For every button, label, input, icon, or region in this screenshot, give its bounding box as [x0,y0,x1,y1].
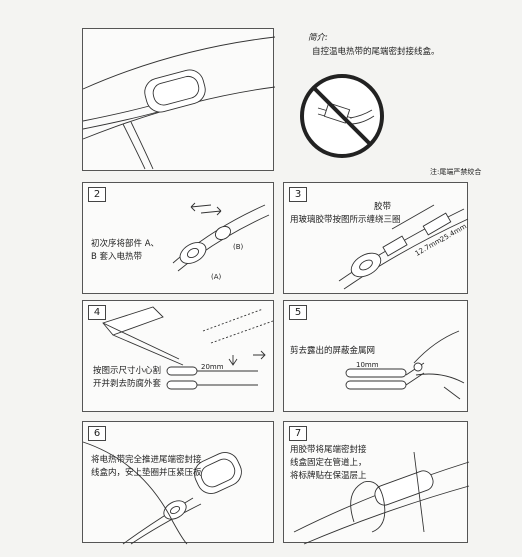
step-7-illustration [293,451,470,545]
step-6-illustration [82,441,242,545]
intro-description: 自控温电热带的尾端密封接线盒。 [312,47,440,57]
step-3-illustration [338,204,469,290]
step-number: 6 [88,426,106,441]
step-text-line-2: 线盒固定在管道上， [290,458,367,468]
step-2-panel: 2 初次序将部件 A、 B 套入电热带 (A) (B) [82,182,274,294]
step-text-line-1: 用胶带将尾端密封接 [290,445,367,455]
end-seal-overview-illustration [82,36,276,170]
part-a-label: (A) [211,273,222,281]
step-number: 2 [88,187,106,202]
step-text-line-1: 按图示尺寸小心割 [93,366,162,376]
step-text-line-2: B 套入电热带 [91,252,143,262]
step-text-line-2: 开并剥去防腐外套 [93,379,162,389]
step-4-panel: 4 按图示尺寸小心割 开并剥去防腐外套 20mm [82,300,274,412]
step-5-illustration [345,330,465,400]
step-number: 5 [289,305,307,320]
step-number: 7 [289,426,307,441]
step-2-illustration [172,202,270,272]
step-4-illustration [102,306,274,390]
step-number: 3 [289,187,307,202]
intro-heading: 简介: [308,33,328,43]
step-5-panel: 5 剪去露出的屏蔽金属网 10mm [283,300,468,412]
step-text-line-1: 剪去露出的屏蔽金属网 [290,346,376,356]
step-text-line-2: 用玻璃胶带按图所示缠绕三圈 [290,215,401,225]
dimension-20mm: 20mm [201,363,224,371]
part-b-label: (B) [233,243,244,251]
dimension-10mm: 10mm [356,361,379,369]
step-number: 4 [88,305,106,320]
step-text-line-2: 线盒内，安上垫圈并压紧压板 [91,468,202,478]
step-3-panel: 3 胶带 用玻璃胶带按图所示缠绕三圈 12.7mm 25.4mm [283,182,469,294]
intro-note: 注:尾端严禁绞合 [430,168,482,176]
tape-label: 胶带 [374,202,392,212]
step-7-panel: 7 用胶带将尾端密封接 线盒固定在管道上， 将标牌贴在保温层上 [283,421,470,545]
step-text-line-3: 将标牌贴在保温层上 [290,471,367,481]
step-text-line-1: 将电热带完全推进尾端密封接 [91,455,202,465]
intro-panel [82,28,276,171]
step-text-line-1: 初次序将部件 A、 [91,239,160,249]
step-6-panel: 6 将电热带完全推进尾端密封接 线盒内，安上垫圈并压紧压板 [82,421,274,545]
